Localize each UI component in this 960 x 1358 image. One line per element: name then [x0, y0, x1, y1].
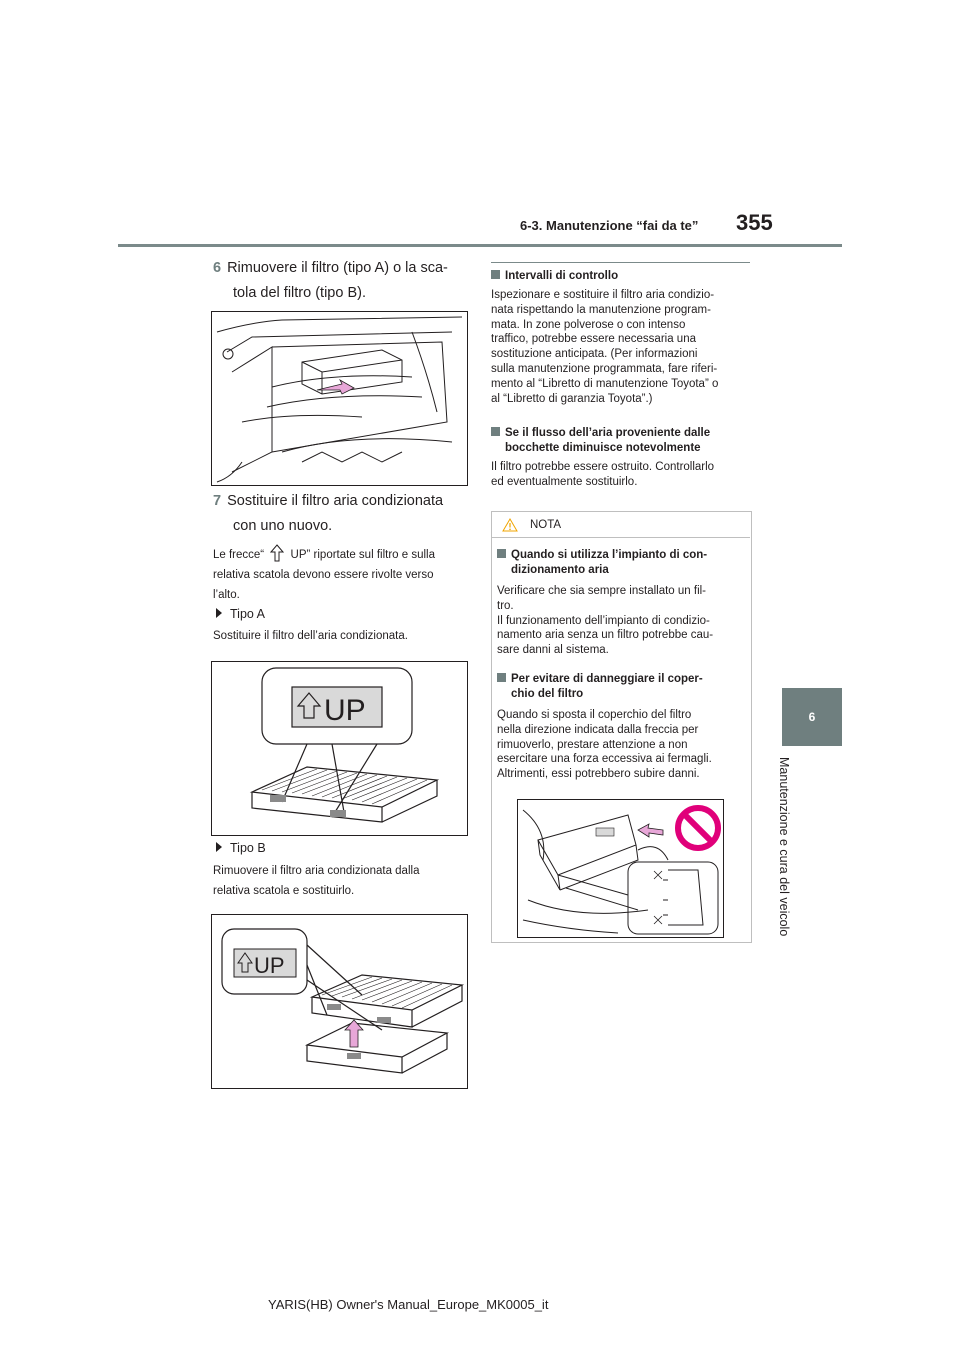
intervals-title: Intervalli di controllo	[505, 270, 619, 282]
text-line: Verificare che sia sempre installato un …	[497, 585, 707, 597]
text-line: nella direzione indicata dalla freccia p…	[497, 723, 699, 736]
step-text-cont: con uno nuovo.	[233, 518, 333, 534]
arrow-mark	[344, 1019, 364, 1048]
filter-box-illustration: UP	[221, 928, 465, 1074]
text-line: ed eventualmente sostituirlo.	[491, 475, 638, 488]
nota-label: NOTA	[530, 519, 562, 531]
step-text: Rimuovere il filtro (tipo A) o la sca-	[227, 260, 448, 276]
arrow-mark	[316, 378, 355, 395]
text-line: al “Libretto di garanzia Toyota”.)	[491, 392, 653, 405]
cover-removal-illustration	[522, 805, 721, 935]
text-line: Quando si sposta il coperchio del filtro	[497, 709, 692, 721]
prohibited-icon	[675, 805, 721, 851]
text-line: nata rispettando la manutenzione program…	[491, 303, 711, 316]
text-line: mata. In zone polverose o con intenso	[491, 318, 686, 331]
figure-remove-filter	[211, 311, 468, 486]
step-number: 7	[213, 493, 222, 509]
chapter-tab: 6	[782, 688, 842, 746]
up-arrow-icon	[237, 952, 253, 973]
bullet-square-icon	[497, 549, 506, 558]
up-arrow-icon	[296, 692, 322, 719]
airflow-heading: Se il flusso dell’aria proveniente dalle…	[491, 426, 756, 456]
text-line: traffico, potrebbe essere necessaria una	[491, 333, 696, 346]
step-text-cont: tola del filtro (tipo B).	[233, 285, 366, 301]
text-line: Altrimenti, essi potrebbero subire danni…	[497, 768, 700, 781]
chapter-label-text: Manutenzione e cura del veicolo	[777, 757, 791, 937]
glovebox-illustration	[216, 316, 463, 483]
tipo-b-line1: Rimuovere il filtro aria condizionata da…	[213, 865, 420, 877]
tipo-a-title: Tipo A	[230, 607, 265, 621]
bullet-triangle-icon	[216, 608, 222, 618]
text-line: Il filtro potrebbe essere ostruito. Cont…	[491, 461, 715, 473]
text-line: mento al “Libretto di manutenzione Toyot…	[491, 377, 719, 390]
text-line: tro.	[497, 599, 514, 612]
note-part2: UP” riportate sul filtro e sulla	[290, 549, 435, 561]
bullet-square-icon	[491, 427, 500, 436]
nota-item1-body: Verificare che sia sempre installato un …	[497, 584, 747, 658]
nota-item1-title: Quando si utilizza l’impianto di con-	[511, 549, 708, 561]
intervals-body: Ispezionare e sostituire il filtro aria …	[491, 288, 756, 406]
nota-item1-heading: Quando si utilizza l’impianto di con- di…	[497, 548, 747, 578]
nota-item1-title-cont: dizionamento aria	[511, 564, 609, 576]
airflow-title-cont: bocchette diminuisce notevolmente	[505, 442, 701, 454]
tipo-a-heading: Tipo A	[216, 607, 265, 621]
nota-item2-heading: Per evitare di danneggiare il coper- chi…	[497, 672, 747, 702]
up-label: UP	[324, 694, 366, 727]
up-label-b: UP	[254, 953, 285, 978]
step-number: 6	[213, 260, 222, 276]
arrow-note: Le frecce“ UP” riportate sul filtro e su…	[213, 544, 473, 605]
text-line: rimuoverlo, prestare attenzione a non	[497, 738, 688, 751]
figure-cover-warning	[517, 799, 724, 938]
filter-up-illustration: UP	[249, 667, 440, 823]
warning-icon	[502, 518, 518, 532]
note-line2: relativa scatola devono essere rivolte v…	[213, 569, 434, 581]
right-column-rule	[491, 262, 750, 263]
note-line3: l’alto.	[213, 589, 240, 601]
nota-heading: NOTA	[502, 518, 562, 532]
tipo-b-title: Tipo B	[230, 841, 266, 855]
intervals-heading: Intervalli di controllo	[491, 269, 751, 284]
nota-item2-title: Per evitare di danneggiare il coper-	[511, 673, 703, 685]
up-arrow-icon	[270, 544, 285, 562]
figure-tipo-b: UP	[211, 914, 468, 1089]
figure-tipo-a: UP	[211, 661, 468, 836]
nota-box	[491, 511, 752, 943]
bullet-square-icon	[491, 270, 500, 279]
footer-doc-id: YARIS(HB) Owner's Manual_Europe_MK0005_i…	[268, 1297, 549, 1312]
text-line: sare danni al sistema.	[497, 644, 609, 657]
text-line: namento aria senza un filtro potrebbe ca…	[497, 629, 714, 642]
chapter-number: 6	[808, 710, 816, 724]
note-part1: Le frecce“	[213, 549, 265, 561]
section-title: 6-3. Manutenzione “fai da te”	[520, 218, 699, 233]
text-line: Ispezionare e sostituire il filtro aria …	[491, 289, 715, 301]
arrow-mark	[637, 823, 664, 838]
text-line: sostituzione anticipata. (Per informazio…	[491, 348, 698, 361]
page-number: 355	[736, 210, 773, 235]
nota-item2-title-cont: chio del filtro	[511, 688, 584, 700]
bullet-triangle-icon	[216, 842, 222, 852]
tipo-b-text: Rimuovere il filtro aria condizionata da…	[213, 861, 473, 901]
chapter-label: Manutenzione e cura del veicolo	[777, 757, 807, 957]
bullet-square-icon	[497, 673, 506, 682]
nota-item2-body: Quando si sposta il coperchio del filtro…	[497, 708, 747, 782]
tipo-b-line2: relativa scatola e sostituirlo.	[213, 885, 355, 897]
text-line: sulla manutenzione programmata, fare rif…	[491, 362, 718, 375]
step-text: Sostituire il filtro aria condizionata	[227, 493, 444, 509]
tipo-b-heading: Tipo B	[216, 841, 266, 855]
airflow-body: Il filtro potrebbe essere ostruito. Cont…	[491, 460, 756, 490]
header-divider	[118, 244, 842, 247]
airflow-title: Se il flusso dell’aria proveniente dalle	[505, 427, 711, 439]
tipo-a-text: Sostituire il filtro dell’aria condizion…	[213, 630, 408, 642]
text-line: Il funzionamento dell’impianto di condiz…	[497, 614, 710, 627]
nota-divider	[491, 537, 750, 538]
text-line: esercitare una forza eccessiva ai fermag…	[497, 753, 712, 766]
